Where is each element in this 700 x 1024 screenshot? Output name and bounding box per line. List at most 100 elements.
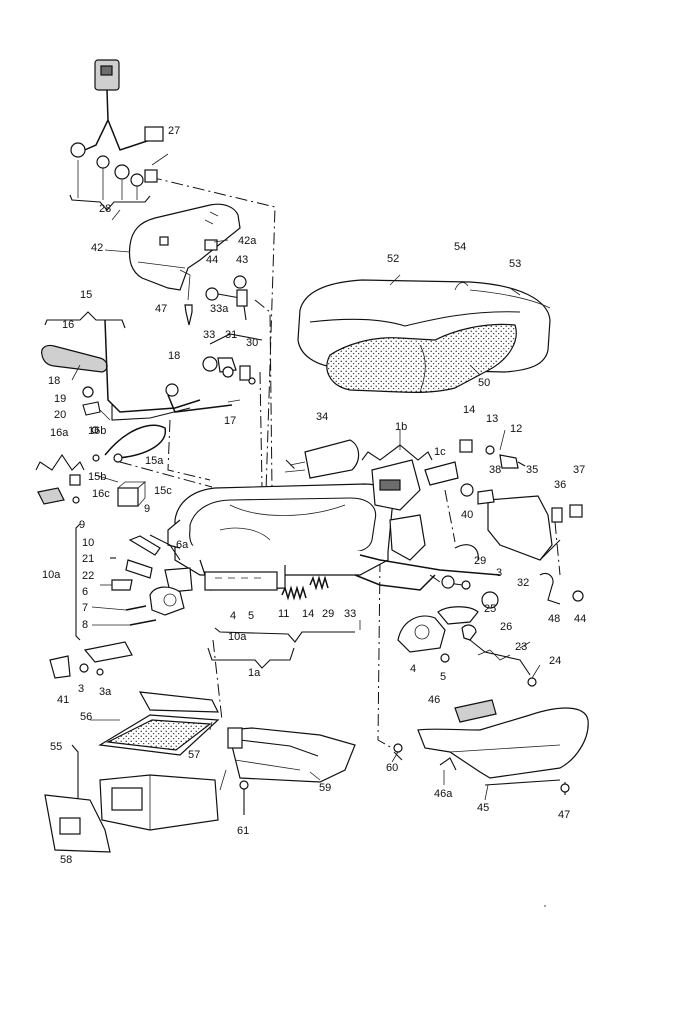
callout-22: 22	[82, 570, 94, 582]
callout-15: 15	[80, 289, 92, 301]
callout-6: 6	[82, 586, 88, 598]
callout-59: 59	[319, 782, 331, 794]
callout-19: 19	[54, 393, 66, 405]
callout-47b: 47	[558, 809, 570, 821]
callout-44b: 44	[574, 613, 586, 625]
bolt-set-right	[459, 439, 526, 469]
seat-rail-mechanism	[354, 444, 501, 591]
callout-5b: 5	[440, 671, 446, 683]
callout-43: 43	[236, 254, 248, 266]
callout-54: 54	[454, 241, 466, 253]
callout-5a: 5	[248, 610, 254, 622]
callout-15c: 15c	[154, 485, 172, 497]
callout-61: 61	[237, 825, 249, 837]
screws-lower	[393, 743, 403, 761]
guide-bracket	[35, 454, 85, 505]
callout-18b: 18	[48, 375, 60, 387]
callout-16: 16	[62, 319, 74, 331]
pivot-bushings	[202, 333, 263, 385]
callout-29a: 29	[474, 555, 486, 567]
callout-35: 35	[526, 464, 538, 476]
callout-10a: 10a	[42, 569, 61, 581]
callout-52: 52	[387, 253, 399, 265]
callout-17: 17	[224, 415, 236, 427]
callout-16c: 16c	[92, 488, 110, 500]
callout-50: 50	[478, 377, 490, 389]
callout-23: 23	[515, 641, 527, 653]
callout-14b: 14	[302, 608, 314, 620]
seat-cushion	[297, 279, 551, 393]
callout-56: 56	[80, 711, 92, 723]
callout-3: 3	[78, 683, 84, 695]
callout-1c: 1c	[434, 446, 446, 458]
callout-13: 13	[486, 413, 498, 425]
callout-11: 11	[278, 608, 289, 620]
callout-36: 36	[554, 479, 566, 491]
callout-44a: 44	[206, 254, 218, 266]
callout-37: 37	[573, 464, 585, 476]
callout-26: 26	[500, 621, 512, 633]
recliner-bracket	[460, 483, 583, 561]
callout-33b: 33	[344, 608, 356, 620]
callout-7: 7	[82, 602, 88, 614]
cover-plate-34	[284, 439, 360, 479]
callout-4a: 4	[230, 610, 236, 622]
callout-33: 33	[203, 329, 215, 341]
side-trim-right	[417, 699, 589, 795]
seat-frame-pan	[167, 483, 394, 591]
callout-31: 31	[225, 329, 237, 341]
callout-34: 34	[316, 411, 328, 423]
callout-42a: 42a	[238, 235, 257, 247]
springs-center	[207, 575, 355, 669]
callout-24: 24	[549, 655, 561, 667]
adjustment-lever	[41, 311, 201, 421]
fasteners-upper	[205, 275, 248, 321]
callout-40: 40	[461, 509, 473, 521]
callout-28: 28	[99, 203, 111, 215]
callout-3r: 3	[496, 567, 502, 579]
callout-15a: 15a	[145, 455, 164, 467]
callout-46a: 46a	[434, 788, 453, 800]
callout-53: 53	[509, 258, 521, 270]
callout-27: 27	[168, 125, 180, 137]
callout-41: 41	[57, 694, 69, 706]
callout-1b: 1b	[395, 421, 407, 433]
storage-drawer	[44, 691, 220, 853]
recliner-hinge	[397, 606, 537, 687]
callout-57: 57	[188, 749, 200, 761]
height-adjuster-parts	[49, 523, 193, 679]
callout-10a2: 10a	[228, 631, 247, 643]
callout-labels: 27 28 42 42a 44 43 33a 47 15 16 33 31 30…	[42, 125, 586, 866]
callout-47a: 47	[155, 303, 167, 315]
callout-10: 10	[82, 537, 94, 549]
small-clips-left	[82, 383, 241, 434]
callout-30: 30	[246, 337, 258, 349]
callout-3a: 3a	[99, 686, 112, 698]
callout-55: 55	[50, 741, 62, 753]
callout-1a: 1a	[248, 667, 261, 679]
callout-29b: 29	[322, 608, 334, 620]
callout-14a: 14	[463, 404, 475, 416]
under-seat-tray	[227, 727, 356, 815]
callout-20: 20	[54, 409, 66, 421]
callout-16b: 16b	[88, 425, 106, 437]
dash-leaders	[119, 176, 561, 749]
callout-58: 58	[60, 854, 72, 866]
callout-leaders	[71, 209, 541, 801]
side-trim-cover	[128, 203, 241, 326]
callout-21: 21	[82, 553, 94, 565]
callout-60: 60	[386, 762, 398, 774]
callout-12: 12	[510, 423, 522, 435]
callout-6a: 6a	[176, 539, 189, 551]
callout-38: 38	[489, 464, 501, 476]
callout-8: 8	[82, 619, 88, 631]
callout-46: 46	[428, 694, 440, 706]
callout-9b: 9	[144, 503, 150, 515]
callout-4b: 4	[410, 663, 416, 675]
callout-45: 45	[477, 802, 489, 814]
callout-48: 48	[548, 613, 560, 625]
callout-32: 32	[517, 577, 529, 589]
callout-42: 42	[91, 242, 103, 254]
release-cable	[92, 424, 166, 507]
callout-25: 25	[484, 603, 496, 615]
